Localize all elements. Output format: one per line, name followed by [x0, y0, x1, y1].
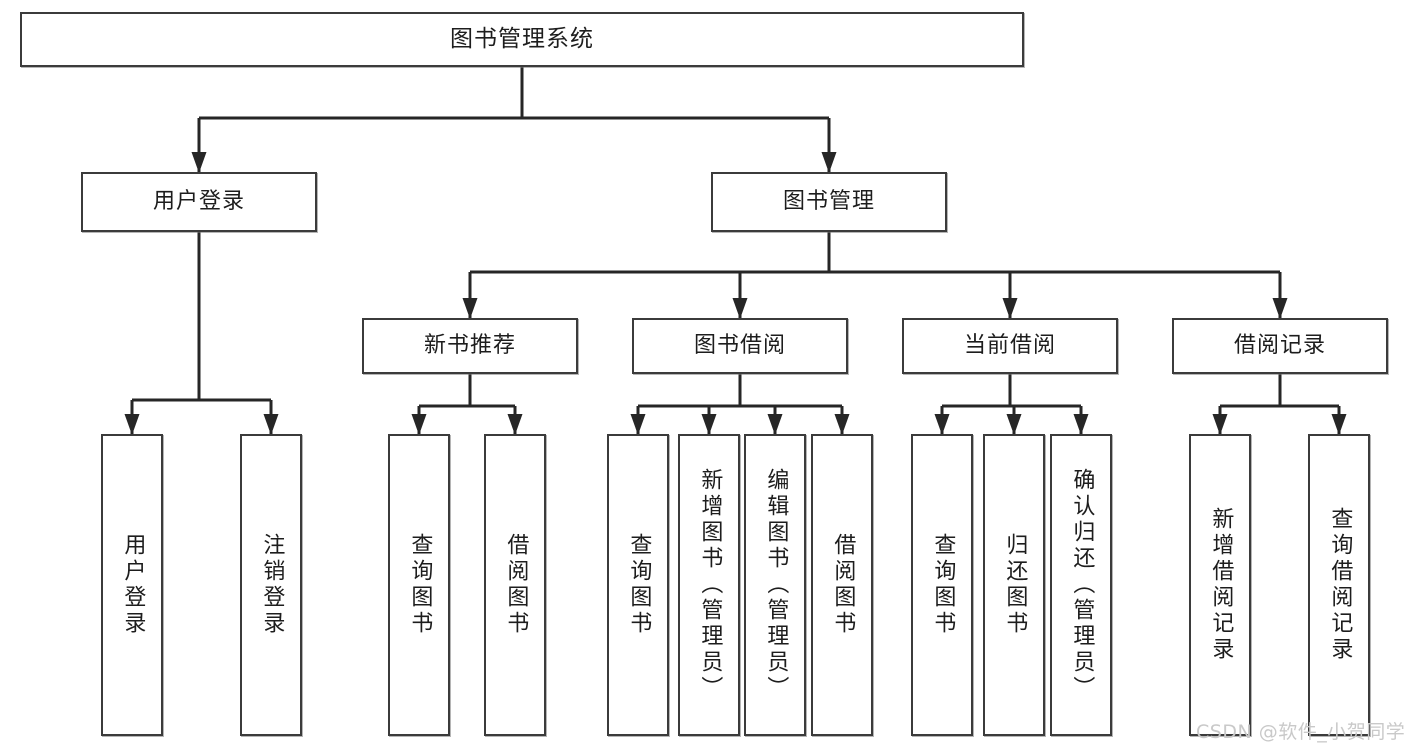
records-to-leaves-arrowhead-1 — [1331, 414, 1347, 435]
node-label-leaf-2: 查询图书 — [407, 533, 433, 637]
books-to-level3-arrowhead-1 — [732, 298, 748, 319]
node-box-leaf-2[interactable]: 查询图书 — [388, 434, 450, 736]
borrow-to-leaves-arrowhead-3 — [834, 414, 850, 435]
newbook-to-leaves-arrowhead-1 — [507, 414, 523, 435]
node-label-leaf-1: 注销登录 — [259, 533, 285, 637]
node-label-l3-0: 新书推荐 — [423, 332, 516, 358]
node-box-leaf-4[interactable]: 查询图书 — [607, 434, 669, 736]
node-label-leaf-11: 新增借阅记录 — [1208, 507, 1234, 663]
newbook-to-leaves-arrowhead-0 — [411, 414, 427, 435]
node-box-leaf-12[interactable]: 查询借阅记录 — [1308, 434, 1370, 736]
node-box-root[interactable]: 图书管理系统 — [20, 12, 1024, 67]
node-label-leaf-7: 借阅图书 — [830, 533, 856, 637]
node-box-l2-0[interactable]: 用户登录 — [81, 172, 317, 232]
current-to-leaves-arrowhead-0 — [934, 414, 950, 435]
root-to-level2-arrowhead-0 — [191, 152, 207, 173]
node-box-leaf-6[interactable]: 编辑图书（管理员） — [744, 434, 806, 736]
login-to-leaves-arrowhead-0 — [124, 414, 140, 435]
node-label-leaf-12: 查询借阅记录 — [1327, 507, 1353, 663]
node-box-l3-3[interactable]: 借阅记录 — [1172, 318, 1388, 374]
node-label-leaf-3: 借阅图书 — [503, 533, 529, 637]
node-label-leaf-5: 新增图书（管理员） — [697, 468, 723, 702]
node-box-leaf-10[interactable]: 确认归还（管理员） — [1050, 434, 1112, 736]
node-label-l3-1: 图书借阅 — [693, 332, 786, 358]
records-to-leaves-arrowhead-0 — [1212, 414, 1228, 435]
root-to-level2-arrowhead-1 — [821, 152, 837, 173]
node-box-l2-1[interactable]: 图书管理 — [711, 172, 947, 232]
node-label-leaf-8: 查询图书 — [930, 533, 956, 637]
current-to-leaves-arrowhead-2 — [1073, 414, 1089, 435]
books-to-level3-arrowhead-0 — [462, 298, 478, 319]
borrow-to-leaves-arrowhead-0 — [630, 414, 646, 435]
node-box-leaf-7[interactable]: 借阅图书 — [811, 434, 873, 736]
node-box-l3-1[interactable]: 图书借阅 — [632, 318, 848, 374]
node-box-leaf-1[interactable]: 注销登录 — [240, 434, 302, 736]
node-label-l2-1: 图书管理 — [782, 188, 875, 214]
node-label-leaf-10: 确认归还（管理员） — [1069, 468, 1095, 702]
books-to-level3-arrowhead-3 — [1272, 298, 1288, 319]
node-box-leaf-3[interactable]: 借阅图书 — [484, 434, 546, 736]
node-label-leaf-4: 查询图书 — [626, 533, 652, 637]
node-box-leaf-9[interactable]: 归还图书 — [983, 434, 1045, 736]
node-box-l3-2[interactable]: 当前借阅 — [902, 318, 1118, 374]
borrow-to-leaves-arrowhead-1 — [701, 414, 717, 435]
node-label-l2-0: 用户登录 — [152, 188, 245, 214]
node-box-leaf-0[interactable]: 用户登录 — [101, 434, 163, 736]
node-box-leaf-11[interactable]: 新增借阅记录 — [1189, 434, 1251, 736]
node-label-l3-2: 当前借阅 — [963, 332, 1056, 358]
node-label-l3-3: 借阅记录 — [1233, 332, 1326, 358]
node-box-l3-0[interactable]: 新书推荐 — [362, 318, 578, 374]
node-label-leaf-0: 用户登录 — [120, 533, 146, 637]
books-to-level3-arrowhead-2 — [1002, 298, 1018, 319]
borrow-to-leaves-arrowhead-2 — [767, 414, 783, 435]
node-label-leaf-9: 归还图书 — [1002, 533, 1028, 637]
csdn-watermark: CSDN @软件_小贺同学 — [1196, 721, 1405, 743]
login-to-leaves-arrowhead-1 — [263, 414, 279, 435]
node-label-leaf-6: 编辑图书（管理员） — [763, 468, 789, 702]
node-box-leaf-8[interactable]: 查询图书 — [911, 434, 973, 736]
node-box-leaf-5[interactable]: 新增图书（管理员） — [678, 434, 740, 736]
node-label-root: 图书管理系统 — [450, 25, 594, 52]
current-to-leaves-arrowhead-1 — [1006, 414, 1022, 435]
